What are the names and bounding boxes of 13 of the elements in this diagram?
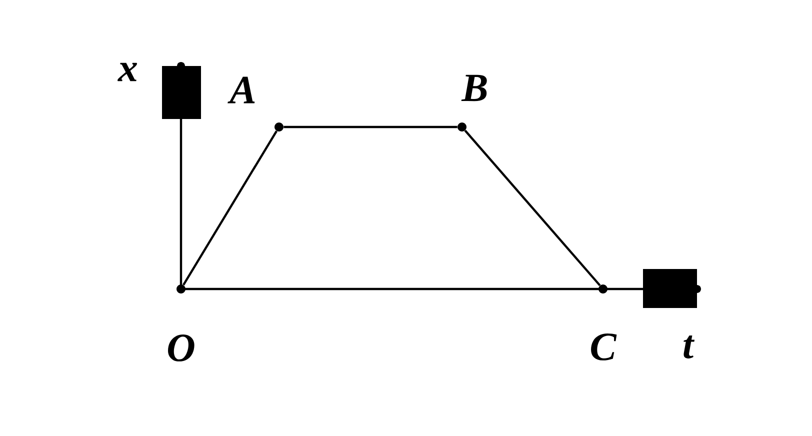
node-label: B bbox=[461, 74, 487, 102]
line-segment bbox=[464, 130, 601, 286]
line-segment bbox=[284, 126, 458, 128]
node-label: A bbox=[228, 76, 255, 104]
node-label: O bbox=[168, 334, 194, 362]
line-segment bbox=[182, 130, 278, 286]
axis-label: t bbox=[684, 336, 695, 358]
axis-label: x bbox=[118, 62, 138, 82]
node-label: C bbox=[591, 334, 617, 360]
labeled-point: C bbox=[591, 284, 617, 360]
labeled-point: A bbox=[228, 76, 284, 132]
labeled-point: O bbox=[168, 284, 194, 362]
labeled-point: B bbox=[458, 74, 487, 132]
